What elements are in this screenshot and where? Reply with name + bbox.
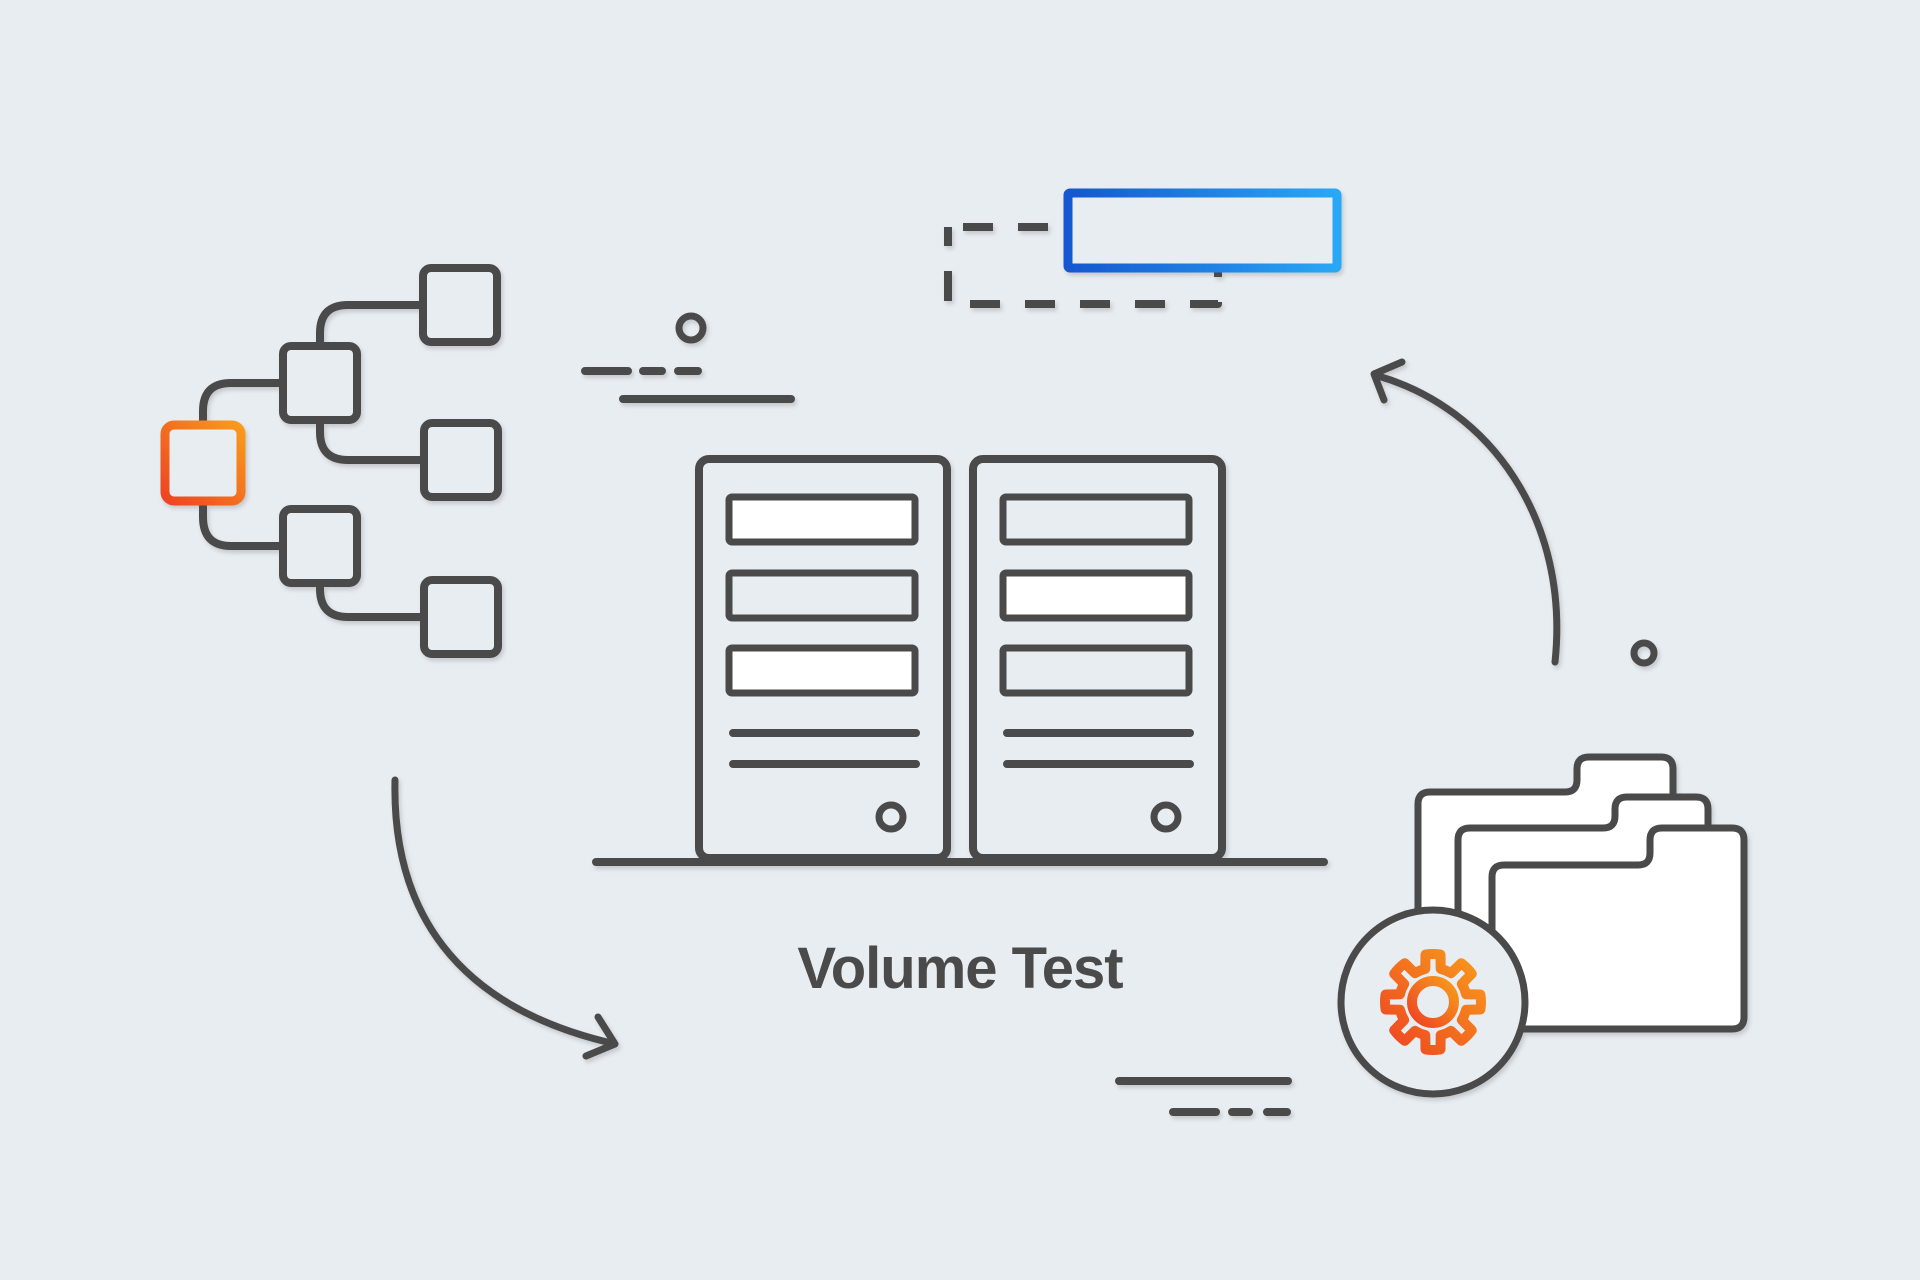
server-slot: [999, 493, 1193, 546]
power-button-icon: [1150, 801, 1182, 833]
tree-node: [420, 419, 502, 501]
server-tower-icon-right: [969, 455, 1226, 862]
server-vent-lines: [1003, 729, 1194, 768]
dot-circle-icon: [675, 312, 707, 344]
gear-badge-circle: [1337, 906, 1529, 1098]
selection-boxes: [944, 188, 1342, 308]
curved-arrow-down-icon: [391, 776, 619, 1060]
folder-stack-icon: [1337, 753, 1748, 1098]
tree-root-node-highlighted: [160, 420, 246, 506]
server-tower-icon-left: [695, 455, 951, 862]
page-title: Volume Test: [797, 936, 1123, 1001]
gear-icon: [1380, 949, 1486, 1055]
server-slot: [725, 644, 919, 697]
tree-connectors: [199, 301, 429, 621]
server-rack: [592, 455, 1328, 866]
server-slot: [999, 644, 1193, 697]
power-button-icon: [875, 801, 907, 833]
dash-decoration-bottom: [1115, 1077, 1292, 1116]
server-slot: [725, 569, 919, 622]
server-slot: [999, 569, 1193, 622]
tree-node: [420, 576, 502, 658]
tree-node: [419, 264, 501, 346]
server-vent-lines: [729, 729, 920, 768]
curved-arrow-up-icon: [1370, 358, 1561, 666]
dash-decoration-top: [581, 312, 795, 403]
server-slot: [725, 493, 919, 546]
tree-node: [279, 342, 361, 424]
dot-circle-icon: [1630, 639, 1658, 667]
hierarchy-tree-icon: [160, 264, 502, 658]
folder-front: [1488, 824, 1748, 1033]
tree-node: [279, 505, 361, 587]
highlight-box: [1063, 188, 1342, 273]
